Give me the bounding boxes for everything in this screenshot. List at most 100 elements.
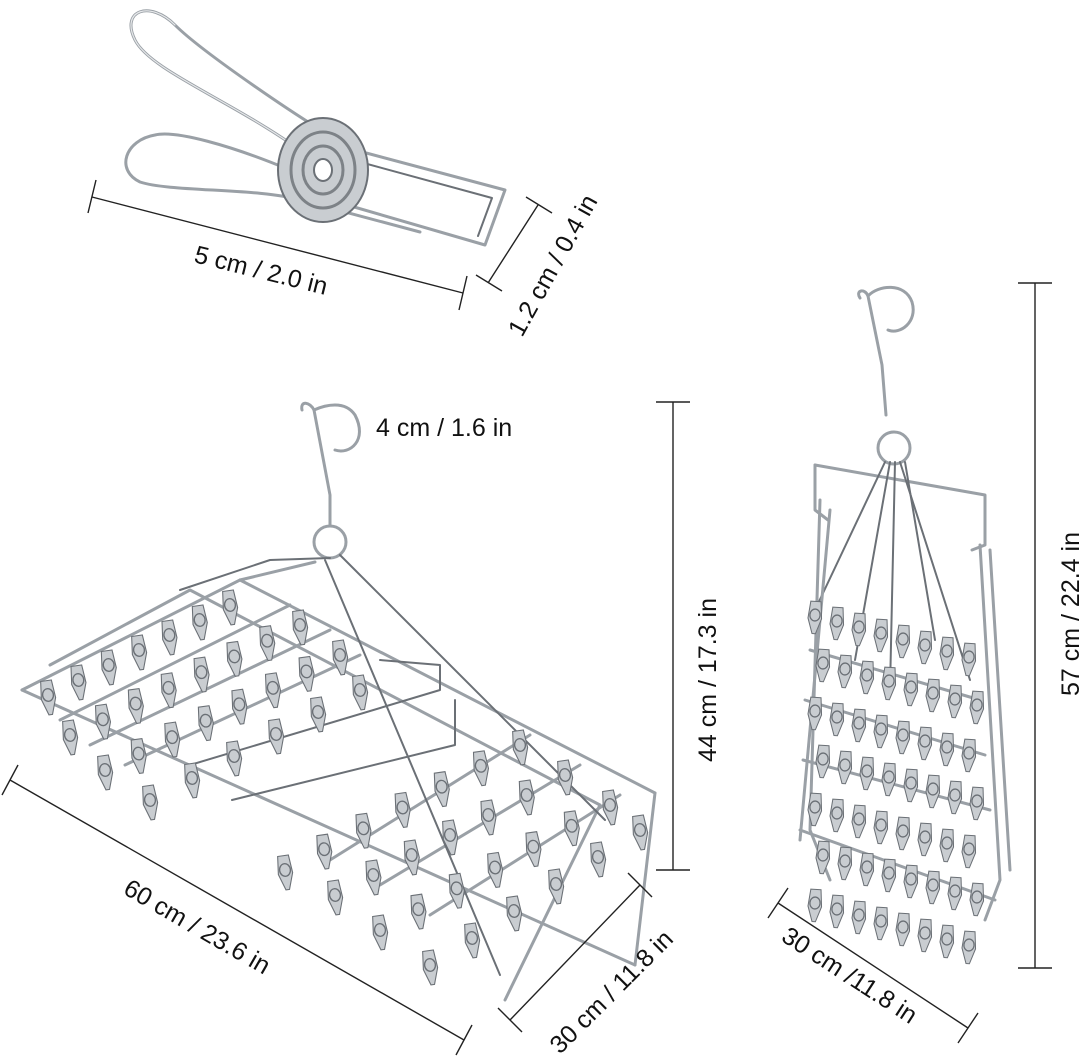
clothespin-clip <box>316 833 333 870</box>
clothespin-clip <box>480 799 497 836</box>
clothespin-clip <box>851 612 867 647</box>
clothespin-clip <box>197 705 214 742</box>
clothespin-clip <box>925 678 941 713</box>
clothespin-clip <box>917 726 933 761</box>
clothespin-clip <box>917 630 933 665</box>
clothespin-clip <box>917 918 933 953</box>
clothespin-clip <box>131 634 148 671</box>
clothespin-clip <box>264 672 282 709</box>
clothespin-clip <box>100 649 117 686</box>
clothespin-clip <box>925 774 941 809</box>
clothespin-clip <box>632 814 649 851</box>
clothespin-clip <box>191 604 208 641</box>
folded-height-dimension: 57 cm / 22.4 in <box>1018 282 1080 969</box>
clothespin-clip <box>62 719 79 756</box>
clothespin-clip <box>807 792 823 827</box>
clothespin-clip <box>231 688 248 725</box>
clothespin-clip <box>961 930 977 965</box>
clothespin-clip <box>365 859 382 896</box>
clothespin-clip <box>292 609 309 646</box>
clothespin-clip <box>881 762 897 797</box>
clothespin-clip <box>815 648 831 683</box>
folded-height-label: 57 cm / 22.4 in <box>1057 532 1080 696</box>
clothespin-clip <box>851 900 867 935</box>
clip-width-label: 1.2 cm / 0.4 in <box>503 190 604 341</box>
clothespin-clip <box>97 754 114 791</box>
folded-width-dimension: 30 cm /11.8 in <box>767 887 979 1044</box>
clothespin-clip <box>40 679 57 716</box>
clothespin-clip <box>518 779 535 816</box>
clothespin-clip <box>947 684 963 719</box>
clothespin-clip <box>881 858 897 893</box>
clothespin-clip <box>184 762 201 799</box>
clothespin-clip <box>903 768 919 803</box>
clothespin-clip <box>807 888 823 923</box>
clothespin-clip <box>895 912 911 947</box>
clothespin-clip <box>851 708 867 743</box>
clothespin-clip <box>352 674 369 711</box>
clothespin-clip <box>548 868 565 905</box>
clothespin-clip <box>969 786 985 821</box>
clothespin-clip <box>873 714 889 749</box>
clothespin-clip <box>917 822 933 857</box>
clothespin-clip <box>487 851 504 888</box>
open-length-label: 60 cm / 23.6 in <box>119 874 275 980</box>
clothespin-clip <box>939 828 955 863</box>
clothespin-clip <box>410 893 427 930</box>
clothespin-clip <box>859 852 875 887</box>
clothespin-clip <box>448 872 465 909</box>
folded-hanger-illustration <box>798 285 1012 965</box>
clothespin-clip <box>327 879 344 916</box>
clothespin-clip <box>961 834 977 869</box>
clothespin-clip <box>372 914 389 951</box>
clothespin-clip <box>259 625 276 662</box>
clothespin-clip <box>422 949 439 986</box>
clothespin-clip <box>969 690 985 725</box>
clothespin-clip <box>512 729 529 766</box>
clothespin-clip <box>895 720 911 755</box>
clothespin-clip <box>590 841 607 878</box>
clothespin-clip <box>442 819 459 856</box>
clothespin-clip <box>837 846 853 881</box>
clothespin-clip <box>829 702 845 737</box>
clothespin-clip <box>873 906 889 941</box>
clothespin-clip <box>947 780 963 815</box>
clip-length-label: 5 cm / 2.0 in <box>192 241 331 301</box>
clothespin-clip <box>161 619 178 656</box>
clothespin-clip <box>472 750 490 787</box>
clothespin-clip <box>226 640 243 677</box>
clothespin-clip <box>355 812 372 849</box>
clothespin-clip <box>851 804 867 839</box>
clothespin-clip <box>903 672 919 707</box>
clothespin-clip <box>903 864 919 899</box>
clothespin-clip <box>193 656 210 693</box>
clothespin-clip <box>961 642 977 677</box>
clothespin-clip <box>464 922 481 959</box>
clothespin-clip <box>130 737 147 775</box>
hook-label: 4 cm / 1.6 in <box>376 414 512 442</box>
clip-width-dimension: 1.2 cm / 0.4 in <box>475 190 604 341</box>
clothespin-clip <box>859 660 875 695</box>
clothespin-clip <box>837 750 853 785</box>
clothespin-clip <box>829 798 845 833</box>
clothespin-clip <box>939 732 955 767</box>
clothespin-clip <box>563 810 580 847</box>
clothespin-clip <box>332 639 349 676</box>
open-height-label: 44 cm / 17.3 in <box>694 598 722 762</box>
clothespin-clip <box>815 744 831 779</box>
clip-cluster <box>807 600 985 965</box>
clothespin-clip <box>895 624 911 659</box>
clothespin-clip <box>925 870 941 905</box>
clothespin-clip <box>222 589 239 626</box>
clothespin-clip <box>602 789 619 826</box>
clothespin-clip <box>859 756 875 791</box>
clothespin-clip <box>160 672 177 709</box>
clothespin-clip <box>939 924 955 959</box>
open-width-label: 30 cm / 11.8 in <box>544 925 678 1059</box>
clothespin-clip <box>433 771 450 808</box>
clothespin-clip <box>142 784 159 821</box>
clothespin-clip <box>94 703 112 740</box>
clothespin-clip <box>394 791 411 828</box>
clothespin-clip <box>506 895 523 932</box>
